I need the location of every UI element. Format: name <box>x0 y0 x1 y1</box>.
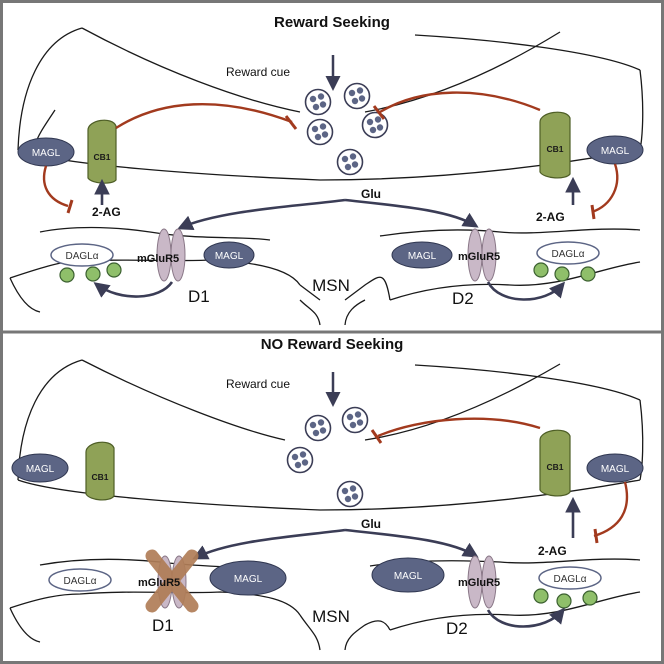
two-ag-label-right: 2-AG <box>536 210 565 224</box>
panel-title: NO Reward Seeking <box>261 336 404 353</box>
d2-label: D2 <box>446 619 468 638</box>
reward-cue-label: Reward cue <box>226 65 290 79</box>
svg-text:MAGL: MAGL <box>26 464 55 475</box>
glu-label: Glu <box>361 517 381 531</box>
d2-label: D2 <box>452 289 474 308</box>
glu-arrow-left <box>192 528 346 560</box>
msn-label: MSN <box>312 276 350 295</box>
mglur5-blocked-x <box>145 549 199 613</box>
msn-label: MSN <box>312 607 350 626</box>
panel-no-reward-seeking: NO Reward Seeking Reward cue Glu <box>0 330 664 664</box>
svg-text:CB1: CB1 <box>91 472 108 482</box>
magl-inhibit-line-right <box>593 481 629 538</box>
glu-arrow-left <box>177 198 346 231</box>
svg-text:DAGLα: DAGLα <box>551 249 584 260</box>
dagl-alpha-left: DAGLα <box>48 568 112 592</box>
svg-text:MAGL: MAGL <box>32 148 61 159</box>
mglur5-to-dagl-arrow-right <box>486 281 566 301</box>
magl-inhibit-bar-right <box>590 204 596 220</box>
panel-reward-seeking: Reward Seeking Reward cue <box>0 0 664 334</box>
svg-text:MAGL: MAGL <box>408 251 437 262</box>
two-ag-label-right: 2-AG <box>538 544 567 558</box>
svg-text:MAGL: MAGL <box>601 464 630 475</box>
magl-postsynaptic-left: MAGL <box>203 241 255 269</box>
magl-inhibit-line-left <box>42 165 69 208</box>
svg-text:MAGL: MAGL <box>234 574 263 585</box>
cb1-inhibit-bar-right <box>372 105 386 120</box>
glu-label: Glu <box>361 187 381 201</box>
reward-cue-label: Reward cue <box>226 377 290 391</box>
cb1-inhibit-line-right <box>377 417 541 438</box>
mglur5-label-right: mGluR5 <box>458 251 500 263</box>
magl-postsynaptic-left: MAGL <box>209 560 287 596</box>
cb1-inhibit-line-right <box>379 91 541 114</box>
two-ag-label-left: 2-AG <box>92 205 121 219</box>
mglur5-receptor-right <box>467 228 497 282</box>
mglur5-to-dagl-arrow-left <box>93 281 174 298</box>
msn-spine-neck <box>299 299 366 326</box>
cb1-receptor-right: CB1 <box>539 429 571 497</box>
cb1-inhibit-bar-left <box>284 115 298 130</box>
mglur5-label-right: mGluR5 <box>458 577 500 589</box>
svg-text:CB1: CB1 <box>546 144 563 154</box>
cb1-inhibit-line-left <box>115 103 293 130</box>
cb1-receptor-right: CB1 <box>539 111 571 179</box>
magl-postsynaptic-right: MAGL <box>371 557 445 593</box>
svg-text:MAGL: MAGL <box>394 571 423 582</box>
dagl-alpha-right: DAGLα <box>538 566 602 590</box>
magl-inhibit-bar-left <box>66 199 74 214</box>
dagl-alpha-right: DAGLα <box>536 241 600 265</box>
glu-arrow-right <box>344 528 479 558</box>
svg-text:CB1: CB1 <box>546 462 563 472</box>
svg-text:DAGLα: DAGLα <box>65 251 98 262</box>
cb1-inhibit-bar-right <box>370 429 383 444</box>
svg-text:MAGL: MAGL <box>601 146 630 157</box>
d1-label: D1 <box>188 287 210 306</box>
svg-text:CB1: CB1 <box>93 152 110 162</box>
postsynaptic-membrane <box>9 226 641 313</box>
cb1-receptor-left: CB1 <box>85 441 115 501</box>
glu-arrow-right <box>344 198 479 228</box>
mglur5-to-dagl-arrow-right <box>486 607 565 628</box>
magl-presynaptic-right: MAGL <box>586 453 644 483</box>
magl-presynaptic-right: MAGL <box>586 135 644 165</box>
mglur5-label-left: mGluR5 <box>138 577 180 589</box>
dagl-alpha-left: DAGLα <box>50 243 114 267</box>
magl-presynaptic-left: MAGL <box>17 137 75 167</box>
magl-postsynaptic-right: MAGL <box>391 241 453 269</box>
magl-presynaptic-left: MAGL <box>11 453 69 483</box>
cb1-receptor-left: CB1 <box>87 119 117 184</box>
d1-label: D1 <box>152 616 174 635</box>
svg-text:DAGLα: DAGLα <box>63 576 96 587</box>
svg-text:DAGLα: DAGLα <box>553 574 586 585</box>
mglur5-receptor-right <box>467 555 497 609</box>
magl-inhibit-bar-right <box>593 528 599 544</box>
panel-title: Reward Seeking <box>274 14 390 31</box>
mglur5-label-left: mGluR5 <box>137 253 179 265</box>
magl-inhibit-line-right <box>591 163 619 214</box>
mglur5-receptor-left <box>156 228 186 282</box>
svg-text:MAGL: MAGL <box>215 251 244 262</box>
